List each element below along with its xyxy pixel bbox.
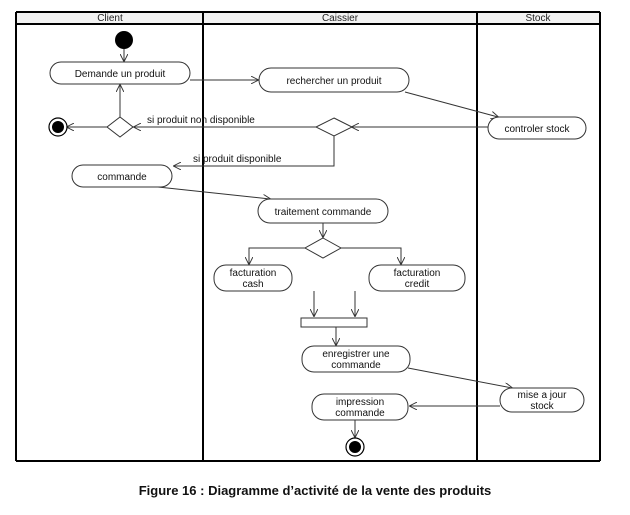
merge-node-client [106,116,134,138]
action-demande-produit-label: Demande un produit [75,69,166,80]
action-facturation-credit [368,264,466,292]
final-node-client-core [52,121,64,133]
action-traitement-commande-label: traitement commande [275,207,372,218]
flow-enregistrer-to-miseajour [407,367,512,388]
action-facturation-cash-line1: facturation [230,268,277,279]
action-mise-a-jour-stock-line1: mise a jour [518,390,568,401]
action-impression-commande [311,393,409,421]
decision-disponibilite [314,117,354,137]
activity-diagram: Client Caissier Stock Demande un produit… [15,11,601,462]
action-impression-commande-line1: impression [336,397,384,408]
guard-non-disponible: si produit non disponible [147,115,255,126]
lane-title-caissier: Caissier [322,13,359,24]
action-controler-stock-label: controler stock [504,124,570,135]
final-node-caissier-core [349,441,361,453]
action-rechercher-produit-label: rechercher un produit [286,76,381,87]
action-demande-produit [49,61,191,85]
action-mise-a-jour-stock-line2: stock [530,401,554,412]
action-mise-a-jour-stock [499,387,585,413]
action-commande [71,164,173,188]
flow-decision-to-commande [174,136,335,166]
join-bar [300,317,368,328]
flow-decision-to-credit [341,247,401,264]
action-facturation-cash-line2: cash [242,279,263,290]
flow-decision-to-cash [249,247,305,264]
action-controler-stock [487,116,587,140]
action-enregistrer-commande-line2: commande [331,360,381,371]
action-facturation-credit-line1: facturation [394,268,441,279]
action-enregistrer-commande [301,345,411,373]
swimlane-frame [15,11,601,462]
lane-title-client: Client [97,13,123,24]
flow-commande-to-traitement [157,186,270,199]
action-enregistrer-commande-line1: enregistrer une [322,349,390,360]
initial-node [115,31,133,49]
lane-title-stock: Stock [525,13,551,24]
decision-paiement [303,237,343,259]
action-facturation-cash [213,264,293,292]
flow-rechercher-to-controler [404,91,498,117]
guard-disponible: si produit disponible [193,154,282,165]
figure-caption: Figure 16 : Diagramme d’activité de la v… [138,483,492,498]
action-impression-commande-line2: commande [335,408,385,419]
action-facturation-credit-line2: credit [405,279,430,290]
action-commande-label: commande [97,172,147,183]
action-rechercher-produit [258,67,410,93]
